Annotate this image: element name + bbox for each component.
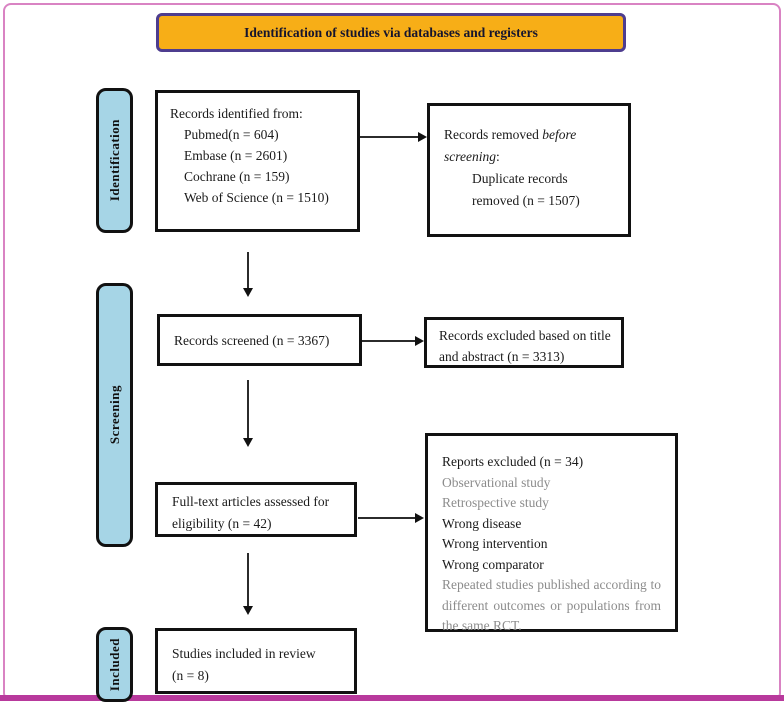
- arrowhead-down-icon: [243, 606, 253, 615]
- box-reports-excluded: Reports excluded (n = 34) Observational …: [425, 433, 678, 633]
- box-records-removed: Records removed before screening: Duplic…: [427, 103, 631, 237]
- reports-excluded-heading: Reports excluded (n = 34): [442, 454, 584, 469]
- stage-label-screening: Screening: [106, 385, 122, 445]
- records-identified-heading: Records identified from:: [170, 106, 303, 121]
- records-removed-item: Duplicate records removed (n = 1507): [472, 171, 580, 208]
- records-removed-heading: Records removed before screening:: [444, 124, 616, 168]
- arrowhead-right-icon: [415, 336, 424, 346]
- records-identified-item: Web of Science (n = 1510): [184, 190, 329, 205]
- banner-title-text: Identification of studies via databases …: [244, 24, 538, 40]
- exclusion-reason: Observational study: [442, 474, 551, 490]
- box-records-identified: Records identified from: Pubmed(n = 604)…: [155, 90, 360, 232]
- arrowhead-right-icon: [418, 132, 427, 142]
- box-records-excluded: Records excluded based on title and abst…: [424, 317, 624, 368]
- arrow-screened-to-fulltext: [247, 380, 249, 440]
- records-identified-item: Cochrane (n = 159): [184, 169, 290, 184]
- exclusion-reason: Wrong disease: [442, 515, 522, 531]
- exclusion-reason: Wrong intervention: [442, 536, 548, 551]
- records-removed-italic-text: before screening: [444, 127, 577, 164]
- banner-title: Identification of studies via databases …: [156, 13, 626, 52]
- bottom-accent-bar: [0, 695, 784, 701]
- records-identified-item: Pubmed(n = 604): [184, 127, 279, 142]
- fulltext-assessed-text: Full-text articles assessed for eligibil…: [172, 494, 330, 531]
- records-removed-text: Records removed: [444, 127, 543, 142]
- exclusion-reason: Repeated studies published according to …: [442, 577, 661, 633]
- arrow-screened-to-excluded: [362, 340, 417, 342]
- stage-tab-identification: Identification: [96, 88, 133, 233]
- arrow-identified-to-removed: [360, 136, 420, 138]
- arrow-fulltext-to-reports: [358, 517, 417, 519]
- studies-included-line1: Studies included in review: [172, 646, 316, 661]
- arrowhead-down-icon: [243, 288, 253, 297]
- arrowhead-right-icon: [415, 513, 424, 523]
- exclusion-reason: Retrospective study: [442, 495, 549, 510]
- arrowhead-down-icon: [243, 438, 253, 447]
- studies-included-line2: (n = 8): [172, 668, 209, 683]
- records-screened-text: Records screened (n = 3367): [174, 332, 330, 348]
- box-records-screened: Records screened (n = 3367): [157, 314, 362, 366]
- arrow-fulltext-to-included: [247, 553, 249, 608]
- box-studies-included: Studies included in review (n = 8): [155, 628, 357, 694]
- stage-tab-screening: Screening: [96, 283, 133, 547]
- records-identified-item: Embase (n = 2601): [184, 148, 288, 163]
- records-excluded-text: Records excluded based on title and abst…: [439, 328, 611, 364]
- stage-label-included: Included: [106, 637, 122, 692]
- records-removed-colon: :: [495, 149, 500, 164]
- exclusion-reason: Wrong comparator: [442, 556, 544, 572]
- stage-tab-included: Included: [96, 627, 133, 702]
- stage-label-identification: Identification: [106, 119, 122, 202]
- arrow-identified-to-screened: [247, 252, 249, 290]
- box-fulltext-assessed: Full-text articles assessed for eligibil…: [155, 482, 357, 537]
